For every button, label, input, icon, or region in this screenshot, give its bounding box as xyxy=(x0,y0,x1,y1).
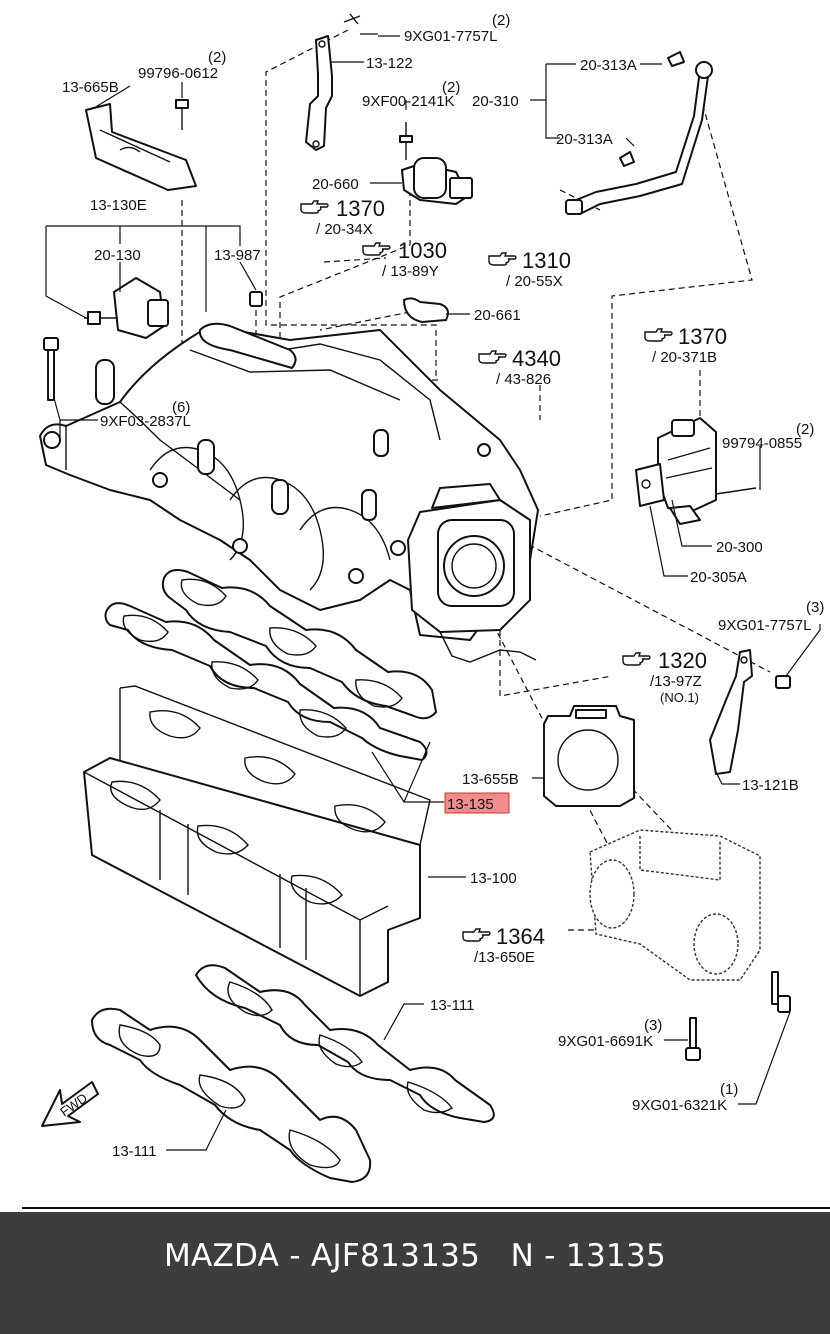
label-20-661: 20-661 xyxy=(474,307,521,324)
ref-subtitle: / 20-34X xyxy=(316,221,373,238)
qty-label: (2) xyxy=(492,12,510,29)
ref-number: 1364 xyxy=(496,924,545,949)
label-20-130: 20-130 xyxy=(94,247,141,264)
label-13-655b: 13-655B xyxy=(462,771,519,788)
egr-tube-20-310 xyxy=(565,51,713,215)
label-13-987: 13-987 xyxy=(214,247,261,264)
pointing-hand-icon xyxy=(362,242,391,256)
label-9xg01-7757l-right: 9XG01-7757L xyxy=(718,617,811,634)
iac-valve-20-660 xyxy=(399,122,473,323)
cross-references: 1370 / 20-34X 1030 / 13-89Y 1310 / 20-55… xyxy=(300,196,727,966)
ref-subtitle: / 20-55X xyxy=(506,273,563,290)
footer-bar: MAZDA - AJF813135 N - 13135 xyxy=(0,1212,830,1334)
highlight-box xyxy=(444,792,510,814)
ref-1030: 1030 / 13-89Y xyxy=(362,238,447,280)
pointing-hand-icon xyxy=(622,652,651,666)
ref-number: 4340 xyxy=(512,346,561,371)
ref-number: 1310 xyxy=(522,248,571,273)
label-13-100: 13-100 xyxy=(470,870,517,887)
ref-1370-a: 1370 / 20-34X xyxy=(300,196,385,238)
label-13-121b: 13-121B xyxy=(742,777,799,794)
pointing-hand-icon xyxy=(462,928,491,942)
label-9xg01-6691k: 9XG01-6691K xyxy=(558,1033,653,1050)
label-13-111-lower: 13-111 xyxy=(112,1143,156,1160)
ref-subtitle: / 13-89Y xyxy=(382,263,439,280)
throttle-body-ghost xyxy=(589,829,761,981)
label-20-313a-top: 20-313A xyxy=(580,57,637,74)
qty-label: (6) xyxy=(172,399,190,416)
label-13-122: 13-122 xyxy=(366,55,413,72)
ref-1364: 1364 /13-650E xyxy=(462,924,545,966)
gasket-13-655b xyxy=(543,705,635,807)
label-13-130e: 13-130E xyxy=(90,197,147,214)
ref-subtitle: / 20-371B xyxy=(652,349,717,366)
qty-label: (2) xyxy=(442,79,460,96)
ref-subtitle: /13-650E xyxy=(474,949,535,966)
label-99794-0855: 99794-0855 xyxy=(722,435,802,452)
part-number-caption: MAZDA - AJF813135 N - 13135 xyxy=(163,1238,667,1274)
throttle-flange xyxy=(407,483,537,663)
ref-number: 1030 xyxy=(398,238,447,263)
label-13-665b: 13-665B xyxy=(62,79,119,96)
ref-4340: 4340 / 43-826 xyxy=(478,346,561,388)
fwd-arrow-icon: FWD xyxy=(41,1081,99,1127)
qty-label: (1) xyxy=(720,1081,738,1098)
pointing-hand-icon xyxy=(644,328,673,342)
label-13-111-upper: 13-111 xyxy=(430,997,474,1014)
ref-subtitle: /13-97Z xyxy=(650,673,702,690)
label-20-300: 20-300 xyxy=(716,539,763,556)
parts-diagram: FWD 9XG01-7757L (2) 13-122 9XF00-2 xyxy=(22,12,830,1209)
bolt-9xf03 xyxy=(43,337,59,401)
label-13-135: 13-135 xyxy=(447,796,494,813)
label-9xf03-2837l: 9XF03-2837L xyxy=(100,413,191,430)
pointing-hand-icon xyxy=(488,252,517,266)
label-20-305a: 20-305A xyxy=(690,569,747,586)
qty-label: (3) xyxy=(644,1017,662,1034)
label-9xg01-7757l-top: 9XG01-7757L xyxy=(404,28,497,45)
qty-label: (2) xyxy=(208,49,226,66)
qty-label: (2) xyxy=(796,421,814,438)
ref-1370-b: 1370 / 20-371B xyxy=(644,324,727,366)
ref-note: (NO.1) xyxy=(660,690,699,705)
diagram-canvas: FWD 9XG01-7757L (2) 13-122 9XF00-2 xyxy=(22,12,830,1209)
bracket-13-665b xyxy=(85,99,197,191)
gasket-13-111-upper xyxy=(195,964,495,1123)
ref-number: 1320 xyxy=(658,648,707,673)
label-20-310: 20-310 xyxy=(472,93,519,110)
egr-valve-20-300 xyxy=(635,417,757,525)
ref-number: 1370 xyxy=(678,324,727,349)
gasket-13-135 xyxy=(104,569,437,761)
bracket-20-130 xyxy=(84,277,263,339)
spacer-13-100 xyxy=(83,685,431,997)
qty-label: (3) xyxy=(806,599,824,616)
label-9xf00-2141k: 9XF00-2141K xyxy=(362,93,455,110)
part-labels: 9XG01-7757L (2) 13-122 9XF00-2141K (2) 2… xyxy=(62,12,824,1160)
pointing-hand-icon xyxy=(300,200,329,214)
label-20-660: 20-660 xyxy=(312,176,359,193)
ref-number: 1370 xyxy=(336,196,385,221)
gasket-13-111-lower xyxy=(91,1007,372,1183)
bolts-bottom-right xyxy=(685,971,791,1061)
label-9xg01-6321k: 9XG01-6321K xyxy=(632,1097,727,1114)
label-99796-0612: 99796-0612 xyxy=(138,65,218,82)
label-20-313a-mid: 20-313A xyxy=(556,131,613,148)
bracket-13-121b xyxy=(709,649,791,775)
ref-subtitle: / 43-826 xyxy=(496,371,551,388)
bracket-13-122 xyxy=(305,13,361,151)
pointing-hand-icon xyxy=(478,350,507,364)
leader-lines xyxy=(45,33,821,1151)
ref-1320: 1320 /13-97Z (NO.1) xyxy=(622,648,707,705)
ref-1310: 1310 / 20-55X xyxy=(488,248,571,290)
